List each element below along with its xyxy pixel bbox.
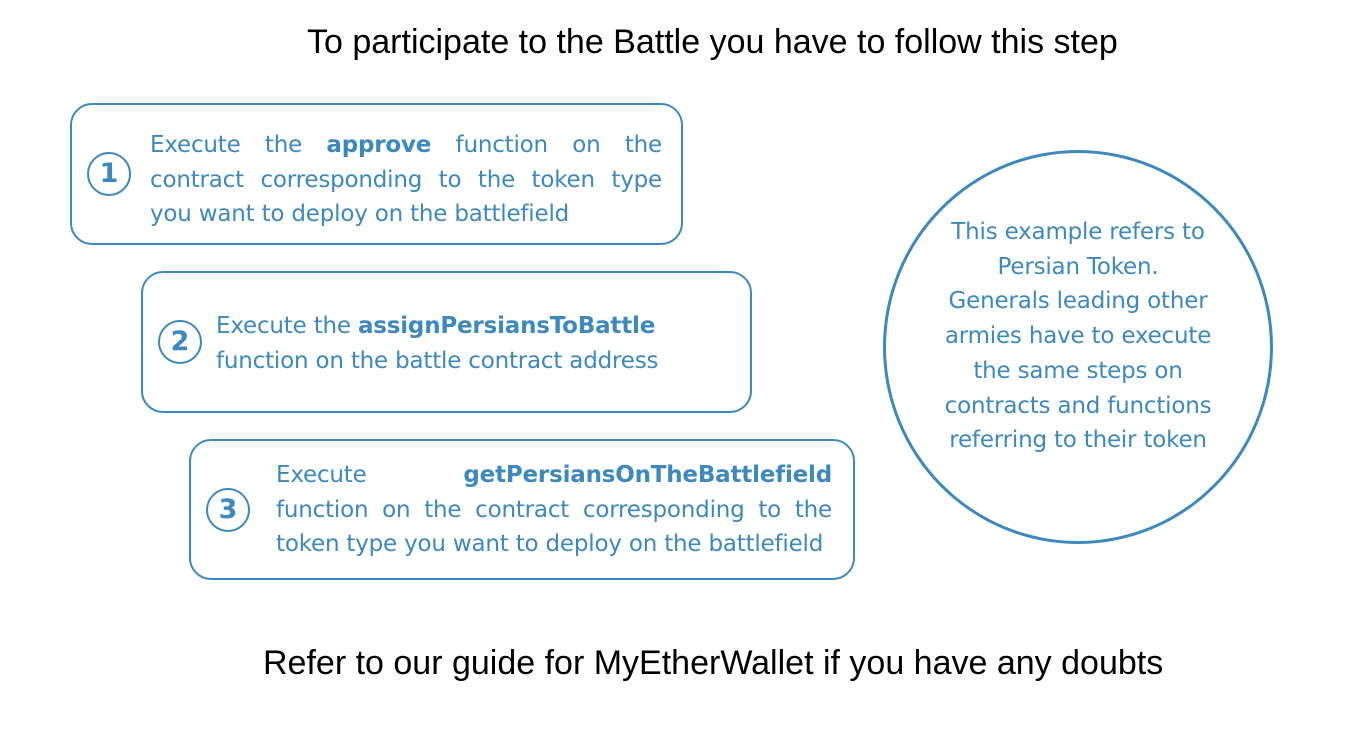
note-line: armies have to execute [944, 323, 1212, 350]
step-box-2: 2 Execute the assignPersiansToBattle fun… [141, 271, 752, 413]
step-description: Execute the approve function on the cont… [150, 128, 662, 232]
step-description: Execute the assignPersiansToBattle funct… [216, 309, 746, 378]
step-text-before: Execute the [150, 132, 327, 158]
page-title: To participate to the Battle you have to… [307, 23, 1118, 61]
step-box-3: 3 Execute getPersiansOnTheBattlefield fu… [189, 439, 855, 580]
function-name: assignPersiansToBattle [357, 313, 656, 339]
step-number-badge: 2 [158, 320, 202, 364]
step-text-after: function on the contract corresponding t… [150, 132, 662, 227]
note-line: This example refers to [951, 219, 1205, 245]
step-number-badge: 3 [206, 488, 250, 532]
note-text: This example refers to Persian Token. Ge… [906, 215, 1250, 458]
function-name: approve [326, 132, 432, 158]
step-box-1: 1 Execute the approve function on the co… [70, 103, 683, 245]
note-line: referring to their token [949, 427, 1207, 454]
step-text-after: function on the battle contract address [216, 347, 659, 374]
note-line: contracts and functions [944, 392, 1212, 419]
note-line: the same steps on [973, 357, 1183, 384]
step-description: Execute getPersiansOnTheBattlefield func… [276, 458, 832, 562]
function-name: getPersiansOnTheBattlefield [463, 462, 832, 488]
step-text-before: Execute [276, 462, 464, 488]
note-line: Persian Token. [997, 253, 1159, 280]
footer-text: Refer to our guide for MyEtherWallet if … [263, 644, 1164, 682]
step-number-badge: 1 [87, 152, 131, 196]
note-circle: This example refers to Persian Token. Ge… [883, 150, 1273, 544]
step-text-after: function on the contract corresponding t… [276, 496, 832, 558]
note-line: Generals leading other [948, 288, 1208, 315]
step-text-before: Execute the [216, 313, 358, 339]
